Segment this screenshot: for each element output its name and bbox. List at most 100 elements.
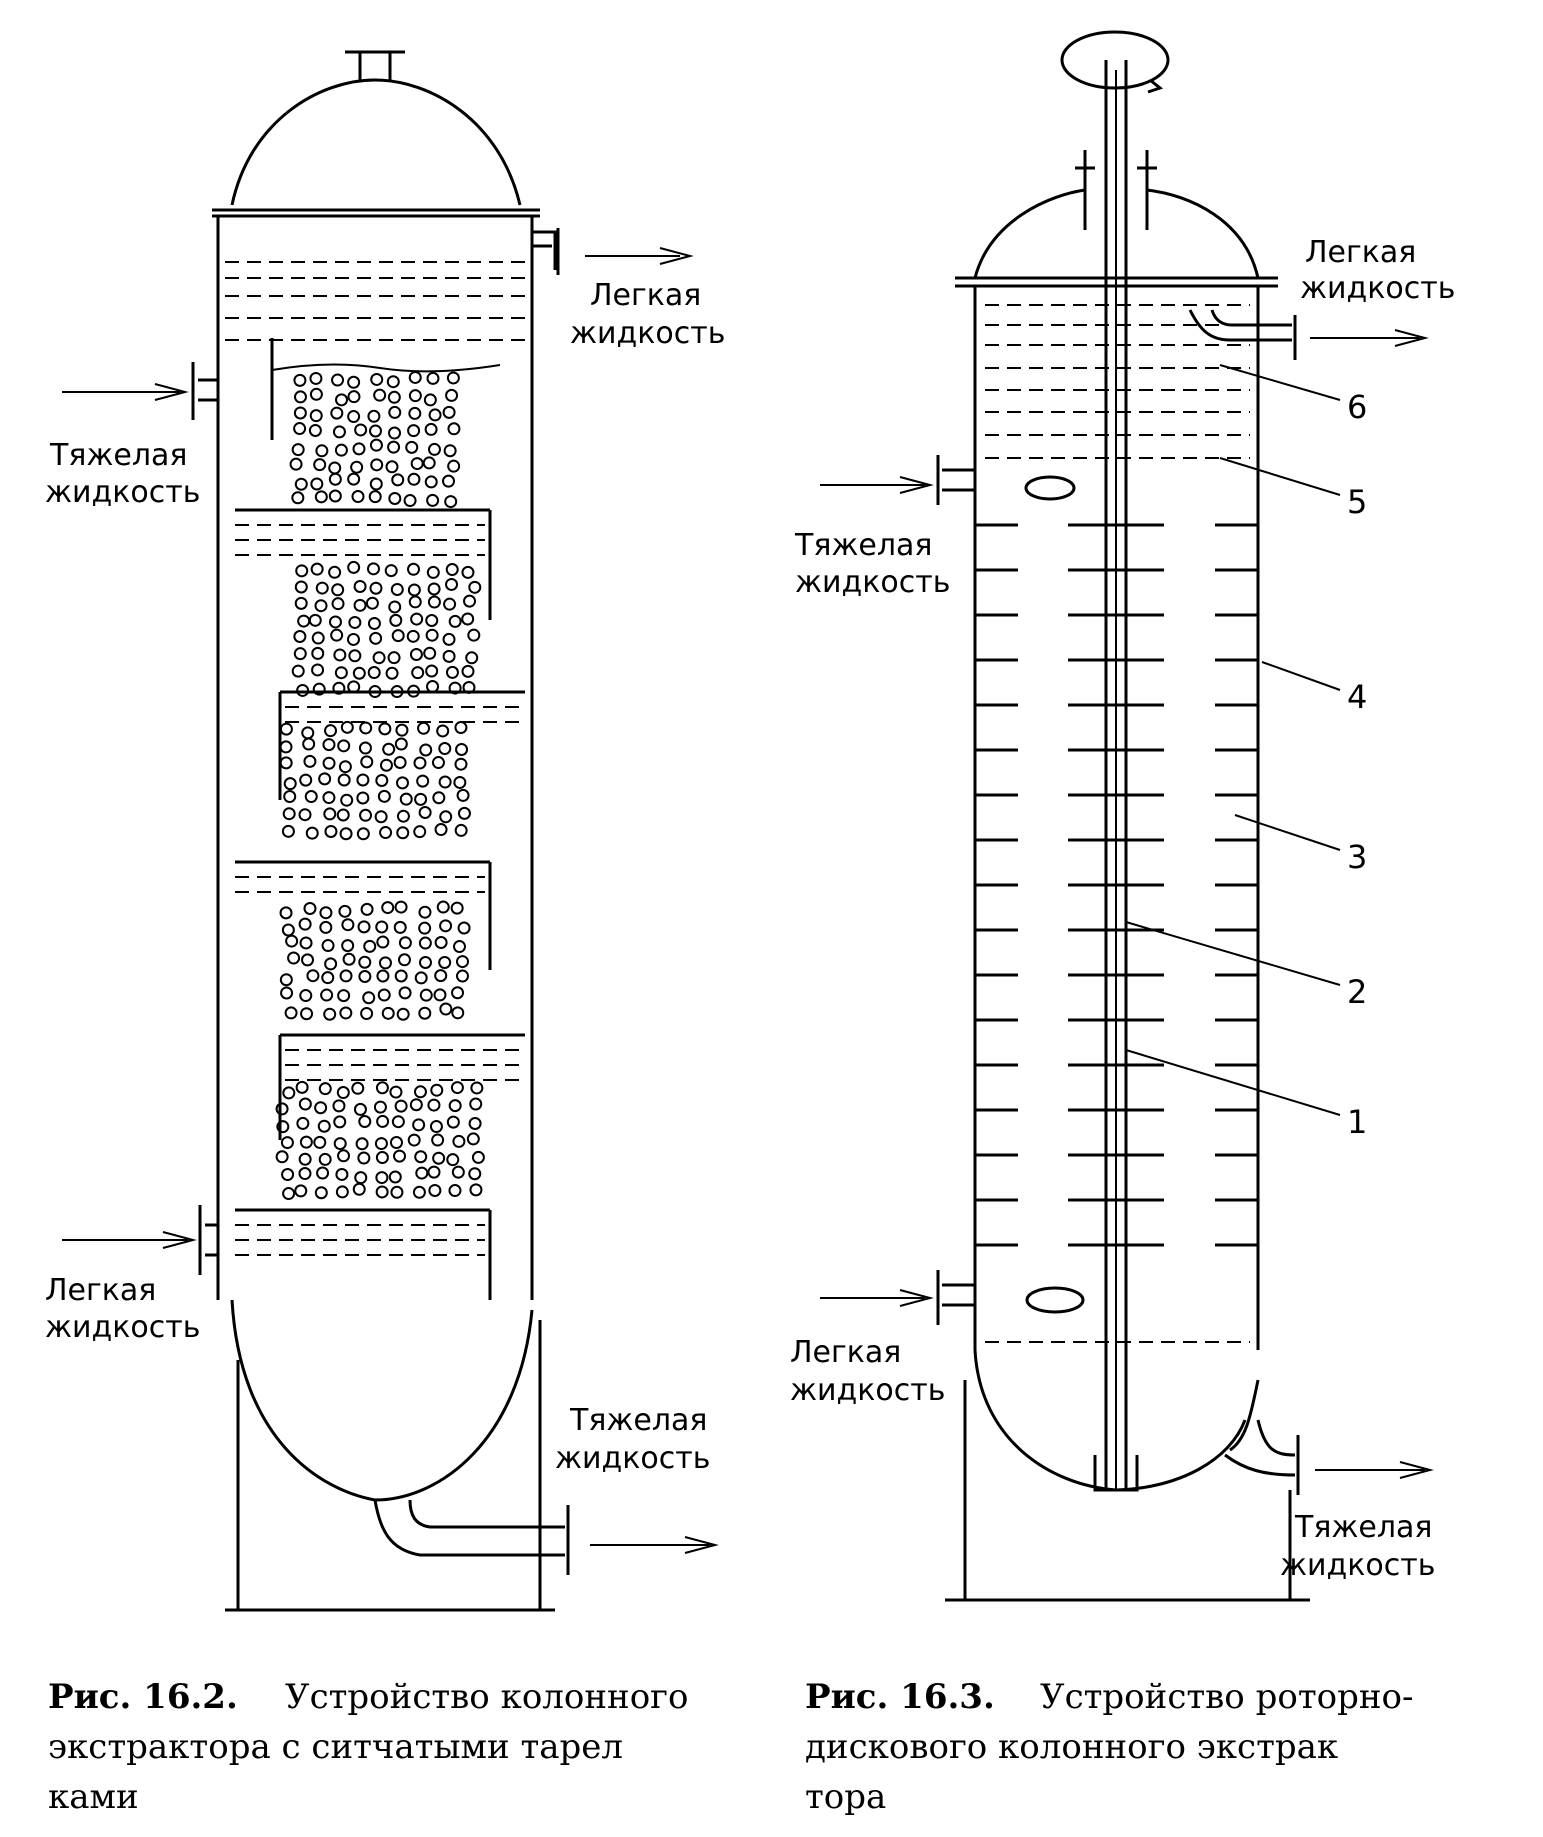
droplet — [450, 1081, 464, 1095]
droplet — [376, 935, 390, 949]
droplet — [281, 923, 295, 937]
droplet — [433, 988, 447, 1002]
droplet — [413, 756, 427, 770]
droplet — [320, 988, 334, 1002]
droplet — [301, 953, 315, 967]
droplet — [328, 461, 342, 475]
leader-5 — [1219, 457, 1341, 496]
droplet — [424, 422, 438, 436]
droplet — [360, 902, 374, 916]
droplet — [353, 579, 367, 593]
droplet — [396, 809, 410, 823]
droplet — [330, 628, 344, 642]
droplet — [408, 389, 422, 403]
droplet — [375, 920, 389, 934]
droplet — [305, 826, 319, 840]
droplet — [403, 494, 417, 508]
droplet — [446, 371, 460, 385]
droplet — [390, 1185, 404, 1199]
droplet — [311, 646, 325, 660]
droplet — [418, 936, 432, 950]
droplet — [426, 493, 440, 507]
droplet — [321, 971, 335, 985]
label-heavy-in-1: Тяжелая — [794, 528, 932, 563]
callout-1: 1 — [1347, 1103, 1367, 1141]
droplet — [393, 920, 407, 934]
droplet — [393, 1149, 407, 1163]
droplet — [442, 632, 456, 646]
droplet — [384, 564, 398, 578]
top-flange — [955, 276, 1278, 288]
droplet — [302, 737, 316, 751]
droplet — [375, 1151, 389, 1165]
heavy-outlet-arrow — [590, 1536, 719, 1554]
caption-2-line-1: Устройство роторно- — [1040, 1677, 1414, 1717]
droplet — [306, 969, 320, 983]
droplet — [287, 951, 301, 965]
distributor-top — [1024, 475, 1076, 501]
droplet — [324, 957, 338, 971]
droplet — [359, 808, 373, 822]
droplet — [340, 793, 354, 807]
label-heavy-out-1: Тяжелая — [1294, 1510, 1432, 1545]
droplet — [418, 1006, 432, 1020]
droplet — [333, 648, 347, 662]
droplet — [388, 405, 402, 419]
support-legs — [225, 1320, 555, 1612]
droplet — [311, 663, 325, 677]
column-shell — [973, 286, 1260, 1350]
caption-1-line-1: Устройство колонного — [285, 1677, 688, 1717]
droplet — [378, 956, 392, 970]
droplet — [315, 444, 329, 458]
droplet — [370, 458, 384, 472]
droplet — [332, 425, 346, 439]
droplet — [450, 901, 464, 915]
droplet — [346, 632, 360, 646]
droplet — [353, 1102, 367, 1116]
callout-2: 2 — [1347, 973, 1367, 1011]
droplet — [293, 630, 307, 644]
droplet — [428, 408, 442, 422]
droplet — [293, 406, 307, 420]
droplet — [339, 827, 353, 841]
droplet — [394, 900, 408, 914]
droplet — [448, 614, 462, 628]
droplet — [336, 1086, 350, 1100]
droplet — [375, 1171, 389, 1185]
droplet — [428, 1183, 442, 1197]
droplet — [438, 775, 452, 789]
heavy-outlet-pipe — [373, 1499, 565, 1557]
droplet — [456, 788, 470, 802]
droplet — [298, 808, 312, 822]
droplet — [376, 1114, 390, 1128]
droplet — [293, 422, 307, 436]
light-outlet-arrow — [1310, 329, 1429, 347]
droplet — [316, 1166, 330, 1180]
label-light-in-1: Легкая — [790, 1335, 901, 1370]
droplet — [324, 724, 338, 738]
caption-1-number: Рис. 16.2. — [48, 1677, 238, 1717]
droplet — [394, 969, 408, 983]
tray-2 — [278, 690, 525, 800]
label-heavy-out-1: Тяжелая — [569, 1403, 707, 1438]
droplet — [341, 918, 355, 932]
droplet — [379, 758, 393, 772]
droplet — [299, 989, 313, 1003]
droplet — [297, 614, 311, 628]
heavy-inlet-arrow — [820, 476, 934, 494]
droplet — [448, 681, 462, 695]
droplet — [461, 612, 475, 626]
label-light-in-1: Легкая — [45, 1273, 156, 1308]
droplet — [275, 1102, 289, 1116]
droplet — [303, 754, 317, 768]
droplet — [381, 1006, 395, 1020]
droplet — [303, 901, 317, 915]
label-light-in-2: жидкость — [790, 1373, 945, 1408]
droplet — [454, 721, 468, 735]
leader-1 — [1125, 1049, 1341, 1116]
droplet — [394, 1099, 408, 1113]
leader-6 — [1219, 364, 1341, 401]
droplet — [434, 935, 448, 949]
droplet — [279, 756, 293, 770]
